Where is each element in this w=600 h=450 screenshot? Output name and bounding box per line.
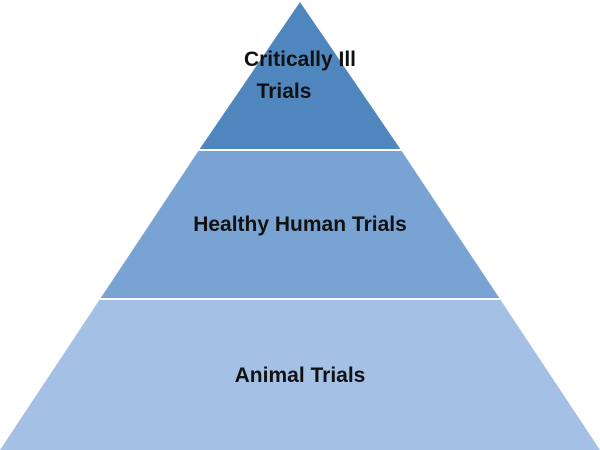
pyramid-label-top-line2: Trials xyxy=(257,80,312,103)
pyramid-label-middle: Healthy Human Trials xyxy=(193,213,407,236)
pyramid-label-bottom: Animal Trials xyxy=(235,364,366,387)
pyramid-level-middle xyxy=(100,150,500,299)
pyramid-label-top-line1: Critically Ill xyxy=(244,48,356,71)
pyramid-level-bottom xyxy=(0,299,600,450)
pyramid-level-top xyxy=(199,2,401,150)
